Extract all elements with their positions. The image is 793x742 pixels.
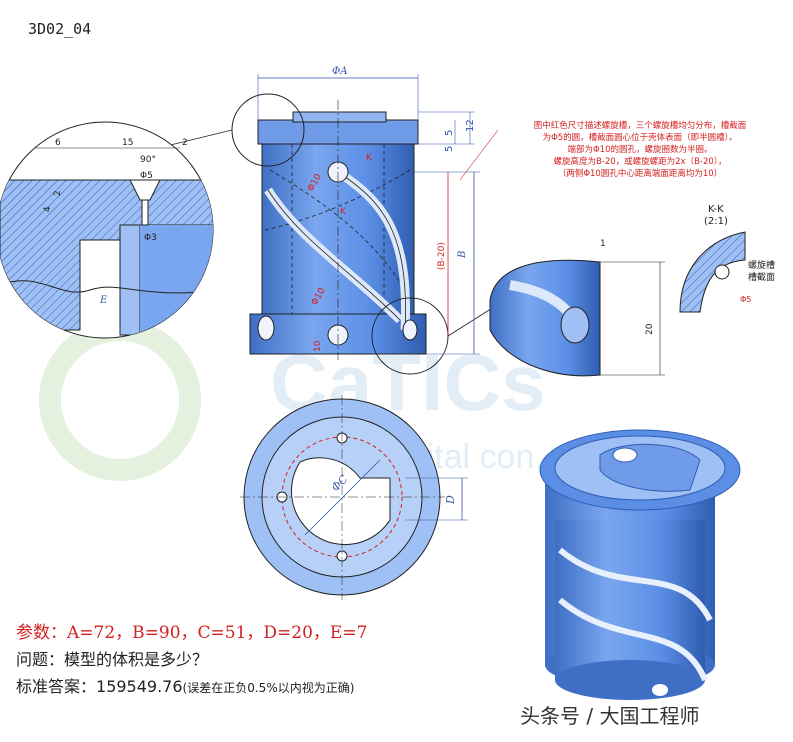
dim-2b: 2 <box>53 190 63 196</box>
dim-90deg: 90° <box>140 155 156 165</box>
note-line-3: 端部为Φ10的圆孔，螺旋圈数为半圈。 <box>567 144 712 155</box>
dim-phi5: Φ5 <box>140 171 153 181</box>
iso-render <box>539 429 741 700</box>
dim-B-minus-20: (B-20) <box>437 242 447 270</box>
section-kk-label1: 螺旋槽 <box>748 259 775 271</box>
detail-right: 20 1 <box>489 239 665 377</box>
plan-view: ΦC D <box>240 395 468 600</box>
note-line-5: （两侧Φ10圆孔中心距离端面距离均为10） <box>558 168 722 179</box>
answer-tolerance-note: (误差在正负0.5%以内视为正确) <box>182 681 355 695</box>
answer-value: 159549.76 <box>96 677 183 696</box>
section-kk-dia: Φ5 <box>740 295 751 304</box>
note-line-4: 螺旋高度为B-20，或螺旋螺距为2x（B-20）， <box>553 156 726 167</box>
dim-15: 15 <box>122 138 133 148</box>
section-kk-scale: (2:1) <box>704 216 728 227</box>
dim-phi3: Φ3 <box>144 233 157 243</box>
section-kk: K-K (2:1) 螺旋槽 槽截面 Φ5 <box>679 204 775 313</box>
answer-label: 标准答案： <box>16 677 97 696</box>
dim-4: 4 <box>43 206 53 212</box>
section-mark-k2: K <box>340 207 347 217</box>
dim-2: 2 <box>182 138 188 148</box>
dim-D: D <box>444 495 457 505</box>
question-line: 问题：模型的体积是多少？ <box>16 650 209 669</box>
section-kk-label2: 槽截面 <box>748 271 775 283</box>
dim-10: 10 <box>313 340 323 352</box>
dim-5a: 5 <box>444 130 455 136</box>
dim-5b: 5 <box>444 146 455 152</box>
dim-B: B <box>457 251 468 259</box>
drawing-code: 3D02_04 <box>28 20 92 38</box>
dim-1: 1 <box>600 239 606 249</box>
note-line-1: 图中红色尺寸描述螺旋槽，三个螺旋槽均匀分布，槽截面 <box>534 120 747 131</box>
dim-6: 6 <box>55 138 61 148</box>
section-kk-title: K-K <box>708 204 724 215</box>
front-view-dimensions: ΦA 12 5 5 B <box>257 66 480 355</box>
dim-20: 20 <box>645 323 655 335</box>
parameters-line: 参数：A=72，B=90，C=51，D=20，E=7 <box>16 623 368 643</box>
front-view <box>149 93 506 375</box>
detail-left: 6 15 2 90° Φ5 4 2 Φ3 E <box>0 121 214 339</box>
footer-attribution: 头条号 / 大国工程师 <box>520 704 700 728</box>
dim-E: E <box>99 295 108 306</box>
note-line-2: 为Φ5的圆，槽截面圆心位于壳体表面（即半圆槽）。 <box>543 132 738 143</box>
spec-note: 图中红色尺寸描述螺旋槽，三个螺旋槽均匀分布，槽截面 为Φ5的圆，槽截面圆心位于壳… <box>534 120 747 179</box>
dim-12: 12 <box>465 119 476 132</box>
answer-line: 标准答案：159549.76(误差在正负0.5%以内视为正确) <box>16 673 354 697</box>
section-mark-k1: K <box>366 153 373 163</box>
dim-phiA: ΦA <box>332 66 347 77</box>
